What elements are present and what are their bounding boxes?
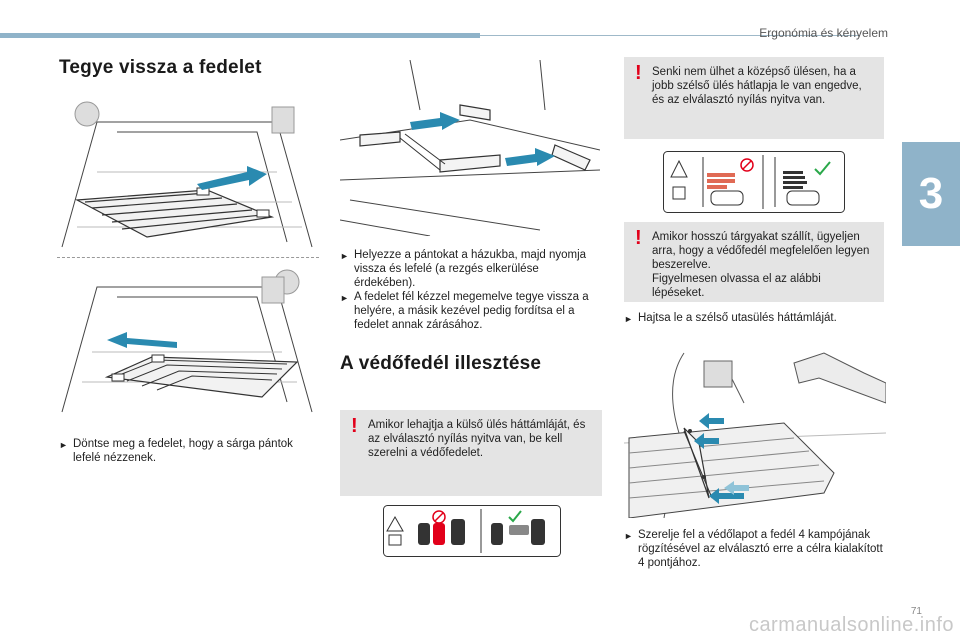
pictogram-seats	[383, 505, 561, 557]
long-objects-pictogram-drawing	[663, 151, 845, 213]
section-title-protective-cover: A védőfedél illesztése	[340, 353, 542, 374]
list-item: ► Szerelje fel a védőlapot a fedél 4 kam…	[624, 528, 886, 570]
illustration-cover-tilt	[57, 92, 319, 252]
warning-box-middle-seat: ! Senki nem ülhet a középső ülésen, ha a…	[624, 57, 884, 139]
section-title-replace-cover: Tegye vissza a fedelet	[59, 57, 262, 78]
list-item: ► A fedelet fél kézzel megemelve tegye v…	[340, 290, 602, 332]
bullet-list-tilt: ► Döntse meg a fedelet, hogy a sárga pán…	[59, 437, 319, 465]
bullet-text: Döntse meg a fedelet, hogy a sárga pánto…	[73, 438, 293, 464]
page-number: 71	[910, 606, 922, 617]
seats-pictogram-drawing	[383, 505, 561, 557]
bullet-marker-icon: ►	[624, 314, 633, 324]
warning-text: Amikor hosszú tárgyakat szállít, ügyelje…	[652, 231, 870, 271]
illustration-protective-panel	[624, 343, 886, 518]
bullet-list-middle: ► Helyezze a pántokat a házukba, majd ny…	[340, 248, 602, 332]
warning-box-long-objects: ! Amikor hosszú tárgyakat szállít, ügyel…	[624, 222, 884, 302]
bullet-text: Hajtsa le a szélső utasülés háttámláját.	[638, 312, 837, 324]
exclamation-icon: !	[635, 62, 642, 84]
list-item: ► Döntse meg a fedelet, hogy a sárga pán…	[59, 437, 319, 465]
cover-flat-drawing	[61, 269, 313, 413]
bullet-text: Helyezze a pántokat a házukba, majd nyom…	[354, 249, 587, 289]
list-item: ► Helyezze a pántokat a házukba, majd ny…	[340, 248, 602, 290]
cover-tilt-drawing	[61, 101, 313, 248]
bullet-list-install: ► Szerelje fel a védőlapot a fedél 4 kam…	[624, 528, 886, 570]
straps-housing-drawing	[340, 60, 600, 236]
warning-text: Amikor lehajtja a külső ülés háttámláját…	[368, 419, 586, 459]
bullet-marker-icon: ►	[59, 440, 68, 450]
bullet-list-fold: ► Hajtsa le a szélső utasülés háttámlájá…	[624, 311, 886, 326]
watermark-text: carmanualsonline.info	[748, 614, 954, 636]
illustration-cover-flat	[57, 262, 319, 417]
bullet-marker-icon: ►	[340, 251, 349, 261]
chapter-tab: 3	[902, 142, 960, 246]
chapter-number: 3	[918, 169, 944, 218]
exclamation-icon: !	[351, 415, 358, 437]
bullet-marker-icon: ►	[624, 531, 633, 541]
list-item: ► Hajtsa le a szélső utasülés háttámlájá…	[624, 311, 886, 326]
exclamation-icon: !	[635, 227, 642, 249]
header-rule	[480, 35, 860, 36]
pictogram-long-objects	[663, 151, 845, 213]
bullet-text: Szerelje fel a védőlapot a fedél 4 kampó…	[638, 529, 883, 569]
bullet-marker-icon: ►	[340, 293, 349, 303]
illustration-straps-housing	[340, 60, 600, 236]
chapter-header-title: Ergonómia és kényelem	[759, 26, 888, 40]
protective-panel-drawing	[624, 352, 886, 518]
warning-text-followup: Figyelmesen olvassa el az alábbi lépések…	[652, 273, 821, 299]
illustration-separator	[57, 257, 319, 258]
warning-text: Senki nem ülhet a középső ülésen, ha a j…	[652, 66, 862, 106]
warning-box-fold-seat: ! Amikor lehajtja a külső ülés háttámláj…	[340, 410, 602, 496]
bullet-text: A fedelet fél kézzel megemelve tegye vis…	[354, 291, 589, 331]
header-accent-bar	[0, 33, 480, 38]
